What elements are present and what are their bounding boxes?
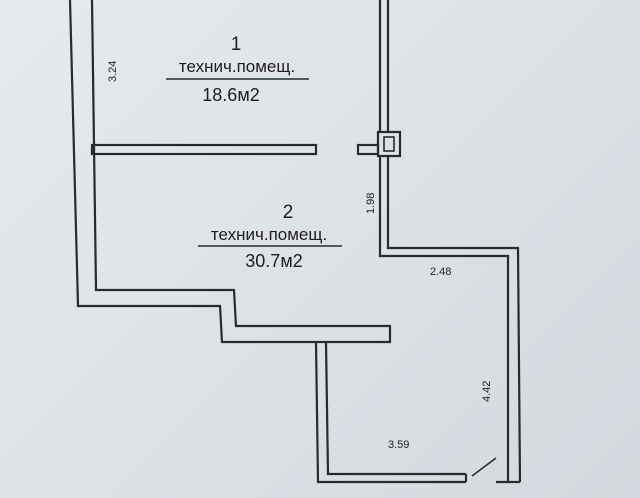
room-1-area: 18.6м2 (202, 85, 259, 105)
dimension-annex-bottom: 3.59 (388, 439, 409, 451)
dimension-annex-top: 2.48 (430, 266, 451, 278)
right-upper-wall (378, 0, 390, 132)
room-1-number: 1 (231, 34, 242, 55)
dimension-room2-upper: 1.98 (365, 193, 377, 214)
room-1-name: технич.помещ. (179, 57, 295, 76)
room-2-area: 30.7м2 (245, 251, 302, 271)
partition-wall (90, 143, 380, 156)
annex-walls (314, 341, 520, 484)
column-block (376, 130, 402, 158)
room-2-name: технич.помещ. (211, 225, 327, 244)
dimension-annex-side: 4.42 (481, 381, 493, 402)
room-2-number: 2 (283, 202, 294, 223)
left-outer-wall (68, 0, 392, 344)
dimension-room1-height: 3.24 (107, 61, 119, 82)
right-middle-wall (378, 156, 522, 483)
